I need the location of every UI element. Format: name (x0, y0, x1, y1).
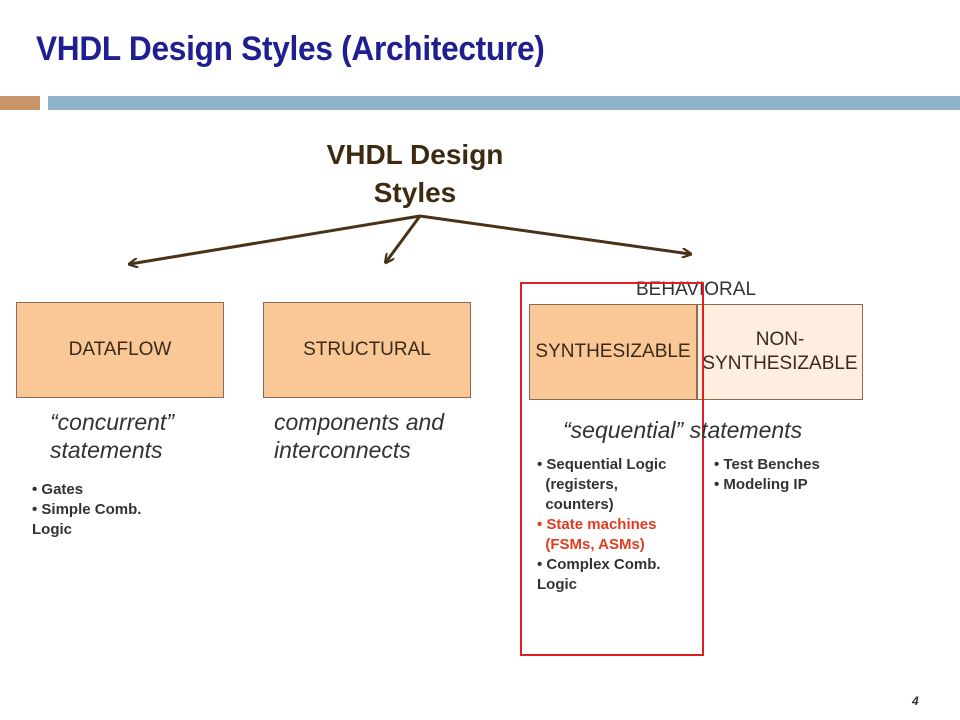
page-number: 4 (912, 694, 919, 708)
dataflow-desc-line2: statements (50, 437, 163, 463)
arrow-to-behavioral (419, 214, 690, 254)
structural-label: STRUCTURAL (303, 339, 431, 360)
non-synthesizable-bullets: • Test Benches • Modeling IP (714, 455, 820, 495)
sequential-description: “sequential” statements (563, 417, 803, 443)
dataflow-desc-line1: “concurrent” (50, 409, 174, 435)
list-item-highlight: • State machines (537, 516, 657, 533)
structural-desc-line2: interconnects (274, 437, 411, 463)
structural-description: components and interconnects (274, 408, 444, 464)
structural-box: STRUCTURAL (263, 302, 471, 398)
list-item: • Complex Comb. (537, 556, 661, 573)
non-synth-label-line2: SYNTHESIZABLE (702, 353, 858, 374)
synthesizable-bullets: • Sequential Logic (registers, counters)… (537, 455, 666, 595)
non-synthesizable-box: NON- SYNTHESIZABLE (697, 304, 863, 400)
structural-desc-line1: components and (274, 409, 445, 435)
list-item: (registers, (537, 476, 618, 493)
list-item: • Simple Comb. (32, 501, 142, 518)
list-item: • Gates (32, 481, 84, 498)
arrow-to-structural (386, 215, 422, 262)
accent-bar-right (48, 96, 960, 110)
synthesizable-box: SYNTHESIZABLE (529, 304, 697, 400)
dataflow-bullets: • Gates • Simple Comb. Logic (32, 480, 141, 540)
synthesizable-highlight-frame (520, 282, 704, 656)
list-item: • Modeling IP (714, 476, 808, 493)
diagram-root-title: VHDL Design Styles (300, 136, 530, 212)
arrow-to-dataflow (130, 214, 421, 264)
list-item: Logic (537, 576, 577, 593)
list-item: • Sequential Logic (537, 456, 667, 473)
root-title-line2: Styles (373, 177, 457, 208)
accent-bar-left (0, 96, 40, 110)
list-item: counters) (537, 496, 614, 513)
list-item: Logic (32, 521, 72, 538)
list-item-highlight: (FSMs, ASMs) (537, 536, 645, 553)
list-item: • Test Benches (714, 456, 820, 473)
synthesizable-label: SYNTHESIZABLE (535, 341, 691, 362)
slide-title: VHDL Design Styles (Architecture) (36, 30, 545, 68)
dataflow-label: DATAFLOW (68, 339, 172, 360)
non-synth-label-line1: NON- (755, 329, 805, 350)
behavioral-label: BEHAVIORAL (636, 279, 757, 300)
root-title-line1: VHDL Design (326, 139, 504, 170)
dataflow-description: “concurrent” statements (50, 408, 174, 464)
dataflow-box: DATAFLOW (16, 302, 224, 398)
